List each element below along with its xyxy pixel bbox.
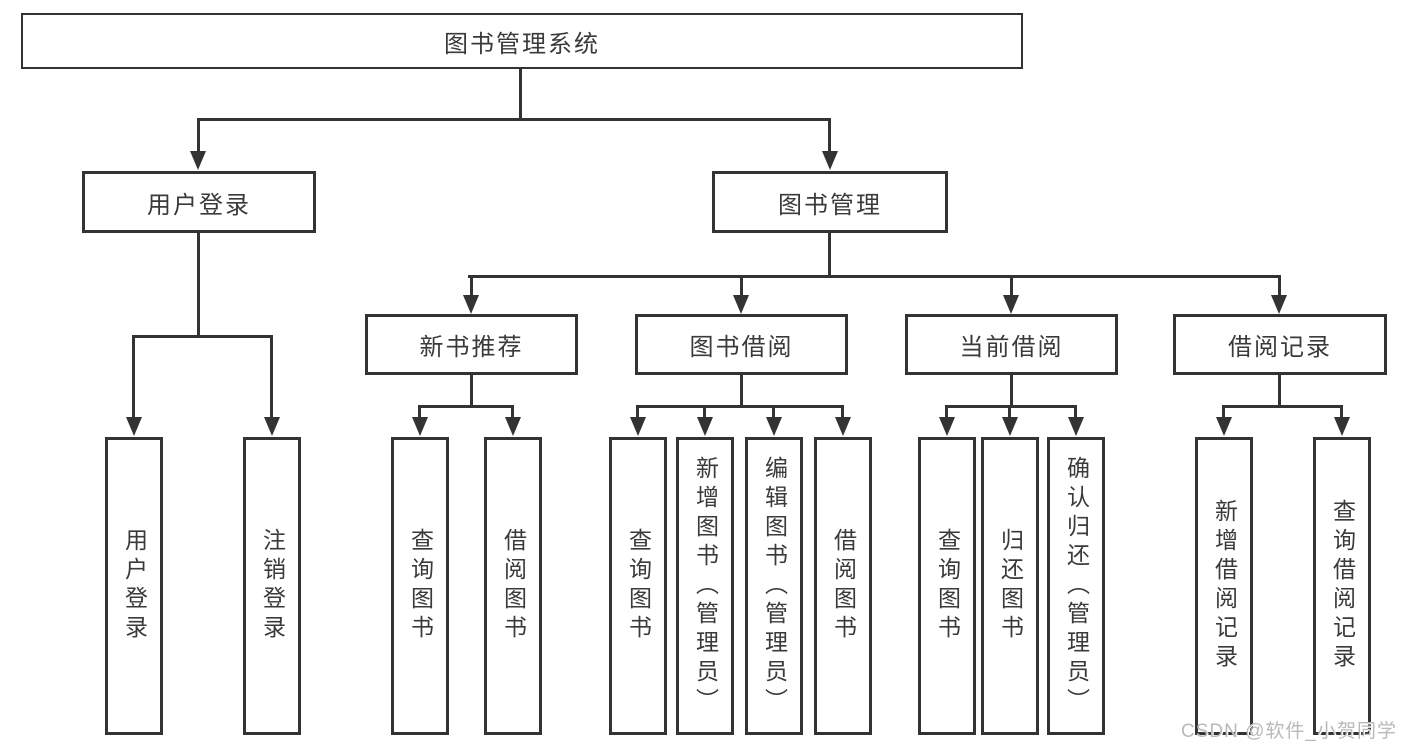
arrow-down-icon bbox=[939, 417, 955, 436]
connector-line bbox=[418, 405, 513, 408]
node-new-book-recommend-label: 新书推荐 bbox=[419, 334, 524, 361]
connector-line bbox=[1278, 275, 1281, 297]
connector-line bbox=[1278, 375, 1281, 407]
node-borrow-records-label: 借阅记录 bbox=[1228, 334, 1332, 361]
node-cb-return-books-label: 归还图书 bbox=[997, 528, 1024, 644]
arrow-down-icon bbox=[1003, 295, 1019, 314]
arrow-down-icon bbox=[1334, 417, 1350, 436]
node-nbr-borrow-books: 借阅图书 bbox=[484, 437, 542, 735]
connector-line bbox=[470, 375, 473, 407]
node-nbr-borrow-books-label: 借阅图书 bbox=[500, 528, 527, 644]
arrow-down-icon bbox=[766, 417, 782, 436]
connector-line bbox=[740, 275, 743, 297]
connector-line bbox=[1008, 405, 1011, 419]
node-book-borrow: 图书借阅 bbox=[635, 314, 848, 375]
arrow-down-icon bbox=[1216, 417, 1232, 436]
connector-line bbox=[945, 405, 948, 419]
arrow-down-icon bbox=[264, 417, 280, 436]
node-br-query-record: 查询借阅记录 bbox=[1313, 437, 1371, 735]
node-cb-return-books: 归还图书 bbox=[981, 437, 1039, 735]
connector-line bbox=[945, 405, 1077, 408]
arrow-down-icon bbox=[697, 417, 713, 436]
arrow-down-icon bbox=[126, 417, 142, 436]
connector-line bbox=[841, 405, 844, 419]
connector-line bbox=[197, 118, 831, 121]
node-cb-query-books-label: 查询图书 bbox=[934, 528, 961, 644]
node-book-borrow-label: 图书借阅 bbox=[689, 334, 794, 361]
node-borrow-records: 借阅记录 bbox=[1173, 314, 1387, 375]
node-bb-add-books-admin-label: 新增图书（管理员） bbox=[692, 455, 719, 717]
connector-line bbox=[1010, 275, 1013, 297]
node-new-book-recommend: 新书推荐 bbox=[365, 314, 578, 375]
arrow-down-icon bbox=[835, 417, 851, 436]
node-nbr-query-books-label: 查询图书 bbox=[407, 528, 434, 644]
node-book-management-label: 图书管理 bbox=[778, 191, 882, 219]
csdn-watermark: CSDN @软件_小贺同学 bbox=[1181, 721, 1397, 742]
node-user-login: 用户登录 bbox=[82, 171, 316, 233]
connector-line bbox=[772, 405, 775, 419]
connector-line bbox=[519, 69, 522, 119]
arrow-down-icon bbox=[463, 295, 479, 314]
node-cb-query-books: 查询图书 bbox=[918, 437, 976, 735]
connector-line bbox=[1340, 405, 1343, 419]
connector-line bbox=[197, 233, 200, 337]
arrow-down-icon bbox=[1271, 295, 1287, 314]
arrow-down-icon bbox=[412, 417, 428, 436]
arrow-down-icon bbox=[1068, 417, 1084, 436]
node-bb-query-books-label: 查询图书 bbox=[625, 528, 652, 644]
node-br-query-record-label: 查询借阅记录 bbox=[1329, 499, 1356, 673]
node-bb-edit-books-admin: 编辑图书（管理员） bbox=[745, 437, 803, 735]
node-book-management: 图书管理 bbox=[712, 171, 948, 233]
connector-line bbox=[636, 405, 639, 419]
node-current-borrow: 当前借阅 bbox=[905, 314, 1118, 375]
node-bb-add-books-admin: 新增图书（管理员） bbox=[676, 437, 734, 735]
node-login-action: 用户登录 bbox=[105, 437, 163, 735]
connector-line bbox=[132, 335, 273, 338]
arrow-down-icon bbox=[190, 151, 206, 170]
connector-line bbox=[1222, 405, 1343, 408]
node-logout-action-label: 注销登录 bbox=[259, 528, 286, 644]
node-cb-confirm-return-admin-label: 确认归还（管理员） bbox=[1063, 455, 1090, 717]
connector-line bbox=[511, 405, 514, 419]
node-library-system-label: 图书管理系统 bbox=[444, 30, 600, 58]
node-current-borrow-label: 当前借阅 bbox=[959, 334, 1064, 361]
arrow-down-icon bbox=[733, 295, 749, 314]
connector-line bbox=[828, 118, 831, 153]
connector-line bbox=[1010, 375, 1013, 407]
node-br-add-record: 新增借阅记录 bbox=[1195, 437, 1253, 735]
arrow-down-icon bbox=[630, 417, 646, 436]
connector-line bbox=[468, 275, 1281, 278]
node-logout-action: 注销登录 bbox=[243, 437, 301, 735]
node-bb-borrow-books-label: 借阅图书 bbox=[830, 528, 857, 644]
node-bb-query-books: 查询图书 bbox=[609, 437, 667, 735]
arrow-down-icon bbox=[1002, 417, 1018, 436]
node-cb-confirm-return-admin: 确认归还（管理员） bbox=[1047, 437, 1105, 735]
connector-line bbox=[270, 335, 273, 417]
node-br-add-record-label: 新增借阅记录 bbox=[1211, 499, 1238, 673]
connector-line bbox=[197, 118, 200, 153]
connector-line bbox=[1222, 405, 1225, 419]
node-bb-edit-books-admin-label: 编辑图书（管理员） bbox=[761, 455, 788, 717]
connector-line bbox=[132, 335, 135, 417]
node-library-system: 图书管理系统 bbox=[21, 13, 1023, 69]
node-nbr-query-books: 查询图书 bbox=[391, 437, 449, 735]
connector-line bbox=[1074, 405, 1077, 419]
connector-line bbox=[740, 375, 743, 407]
node-user-login-label: 用户登录 bbox=[147, 191, 251, 219]
arrow-down-icon bbox=[505, 417, 521, 436]
connector-line bbox=[703, 405, 706, 419]
arrow-down-icon bbox=[822, 151, 838, 170]
connector-line bbox=[636, 405, 844, 408]
connector-line bbox=[470, 275, 473, 297]
node-bb-borrow-books: 借阅图书 bbox=[814, 437, 872, 735]
node-login-action-label: 用户登录 bbox=[121, 528, 148, 644]
connector-line bbox=[828, 233, 831, 277]
connector-line bbox=[418, 405, 421, 419]
